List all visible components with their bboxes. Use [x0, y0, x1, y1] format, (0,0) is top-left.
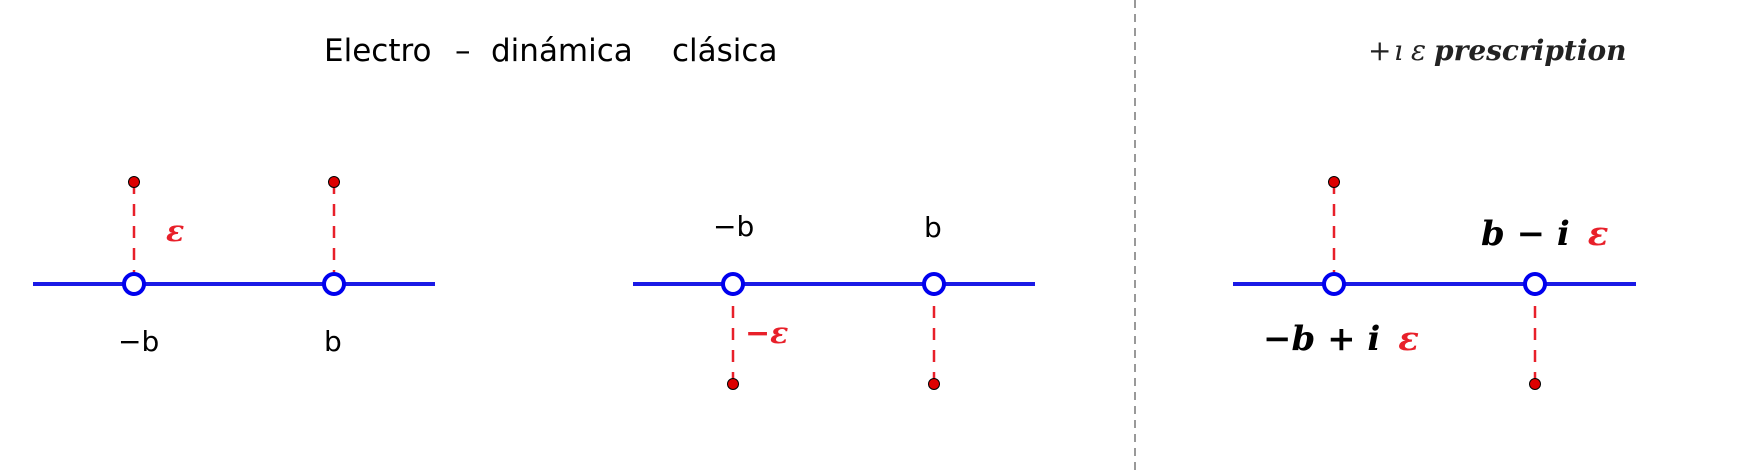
epsilon-label: ε — [166, 214, 184, 249]
shifted-pole-point — [1328, 176, 1340, 188]
pole-label-b: b — [924, 211, 942, 244]
shifted-pole-point — [1529, 378, 1541, 390]
upper-pole-label-epsilon: ε — [1588, 214, 1609, 254]
upper-pole-label-base: b − i — [1481, 214, 1570, 254]
title-word-clasica: clásica — [672, 33, 777, 69]
pole-label-minus-b: −b — [713, 210, 754, 243]
title-plus: + — [1368, 34, 1391, 67]
pole-point — [922, 272, 946, 296]
upper-pole-label: b − i ε — [1481, 214, 1608, 254]
shifted-pole-point — [128, 176, 140, 188]
title-word-electro: Electro — [324, 33, 432, 69]
lower-pole-label: −b + i ε — [1263, 319, 1419, 359]
diagram-1: ε −b b — [33, 176, 435, 358]
pole-point — [322, 272, 346, 296]
lower-pole-label-epsilon: ε — [1398, 319, 1419, 359]
pole-point — [1322, 272, 1346, 296]
left-title: Electro – dinámica clásica — [324, 33, 777, 69]
title-word-dinamica: dinámica — [491, 33, 633, 69]
pole-label-minus-b: −b — [118, 325, 159, 358]
diagram-2: −b b −ε — [633, 210, 1035, 390]
title-epsilon: ε — [1411, 34, 1426, 67]
pole-point — [122, 272, 146, 296]
shifted-pole-point — [328, 176, 340, 188]
lower-pole-label-base: −b + i — [1263, 319, 1380, 359]
minus-epsilon-label: −ε — [745, 316, 788, 351]
shifted-pole-point — [727, 378, 739, 390]
title-i: ı — [1394, 34, 1403, 67]
pole-point — [721, 272, 745, 296]
title-prescription: prescription — [1434, 34, 1627, 67]
title-dash: – — [455, 33, 471, 69]
pole-point — [1523, 272, 1547, 296]
pole-label-b: b — [324, 325, 342, 358]
shifted-pole-point — [928, 378, 940, 390]
diagram-3: b − i ε −b + i ε — [1233, 176, 1636, 390]
right-title: + ı ε prescription — [1368, 34, 1627, 67]
